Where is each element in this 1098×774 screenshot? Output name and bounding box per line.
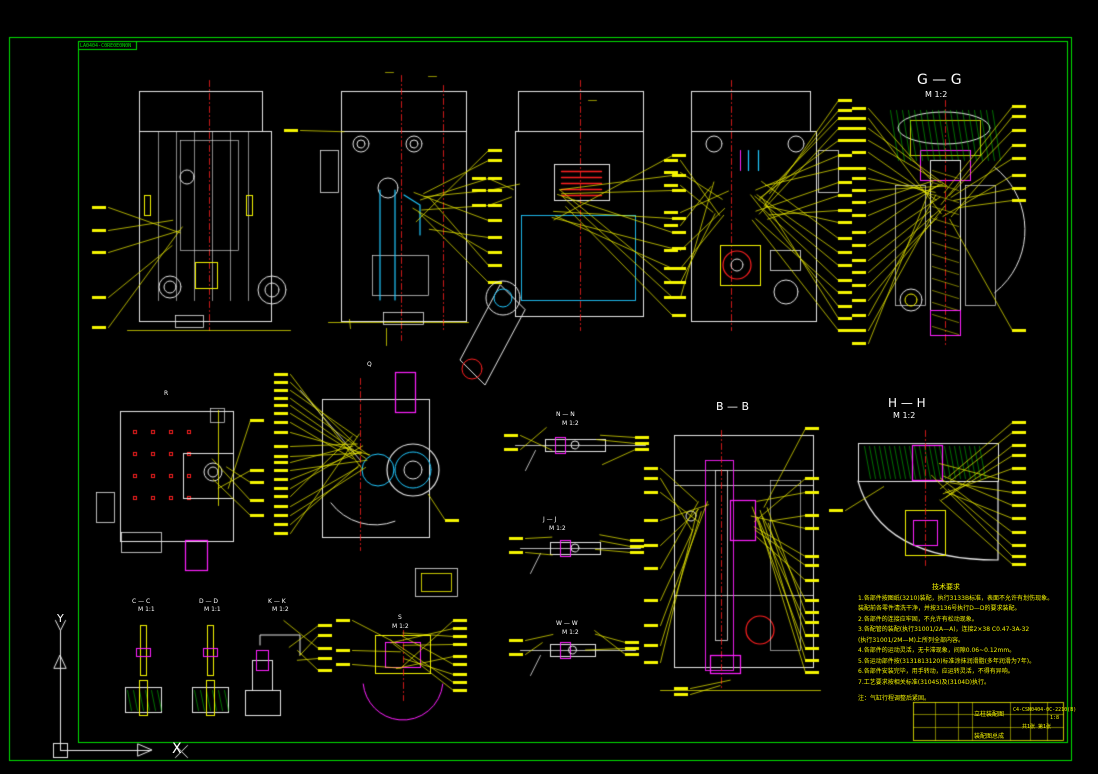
section-ww-scale: M 1:2 [562, 629, 579, 636]
section-bb-title: B — B [716, 400, 750, 413]
title-block-scale: 1:8 [1050, 715, 1060, 721]
section-cc-scale: M 1:1 [138, 606, 155, 613]
section-jj-title: J — J [543, 516, 557, 523]
note-line: (执行31001/2M—M)上所列全部内容。 [858, 636, 964, 644]
section-dd-title: D — D [199, 598, 219, 605]
note-line: 7.工艺要求按相关标准(3104S)及(3104D)执行。 [858, 678, 991, 686]
section-hh-title: H — H [888, 396, 926, 410]
technical-notes: 技术要求 1.各部件按图纸(3210)装配，执行3133B标准，表面不允许有划伤… [858, 582, 1058, 705]
section-gg-title: G — G [917, 72, 962, 88]
title-block-code: C4-CSN0404-0C-2210(B) [1013, 707, 1077, 713]
note-line: 4.各部件的运动灵活，无卡滞现象，间隙0.06~0.12mm。 [858, 647, 1016, 654]
section-kk-title: K — K [268, 598, 286, 605]
note-line: 2.各部件的连接应牢固，不允许有松动现象。 [858, 615, 978, 623]
note-line: 3.各配管的装配(执行31001/2A—A)，连接2×38 C0.47-3A-3… [858, 626, 1030, 633]
view-r-title: R [164, 390, 169, 397]
section-s-scale: M 1:2 [392, 623, 409, 630]
note-line: 1.各部件按图纸(3210)装配，执行3133B标准，表面不允许有划伤现象。 [858, 594, 1054, 602]
section-cc-title: C — C [132, 598, 151, 605]
note-line: 5.各运动部件按(3131813120)标准涂抹润滑脂(多年润滑为7年)。 [858, 657, 1036, 665]
note-line: 注：气缸行程调整后紧固。 [858, 695, 931, 702]
section-nn-scale: M 1:2 [562, 420, 579, 427]
drawing-top-tag: LA0404-C0RE0E0N0N [80, 43, 132, 49]
ucs-y-label: Y [57, 612, 64, 625]
section-kk-scale: M 1:2 [272, 606, 289, 613]
title-block-name: 立柱装配图 [974, 711, 1005, 718]
ucs-x-label: X [172, 741, 182, 757]
section-s-title: S [398, 614, 402, 621]
section-jj-scale: M 1:2 [549, 525, 566, 532]
section-hh-scale: M 1:2 [893, 411, 916, 420]
note-line: 装配前各零件清洗干净，并按3136号执行D—D的要求装配。 [858, 605, 1021, 612]
section-ww-title: W — W [556, 620, 578, 627]
note-line: 6.各部件安装完毕，用手转动，应运转灵活，不得有异响。 [858, 668, 1014, 675]
view-q-title: Q [367, 361, 372, 368]
section-dd-scale: M 1:1 [204, 606, 221, 613]
title-block-sub: 装配图总成 [974, 733, 1005, 740]
title-block-sheet: 共1张 第1张 [1022, 724, 1052, 730]
section-gg-scale: M 1:2 [925, 90, 948, 99]
section-nn-title: N — N [556, 411, 575, 418]
notes-heading: 技术要求 [932, 583, 960, 591]
